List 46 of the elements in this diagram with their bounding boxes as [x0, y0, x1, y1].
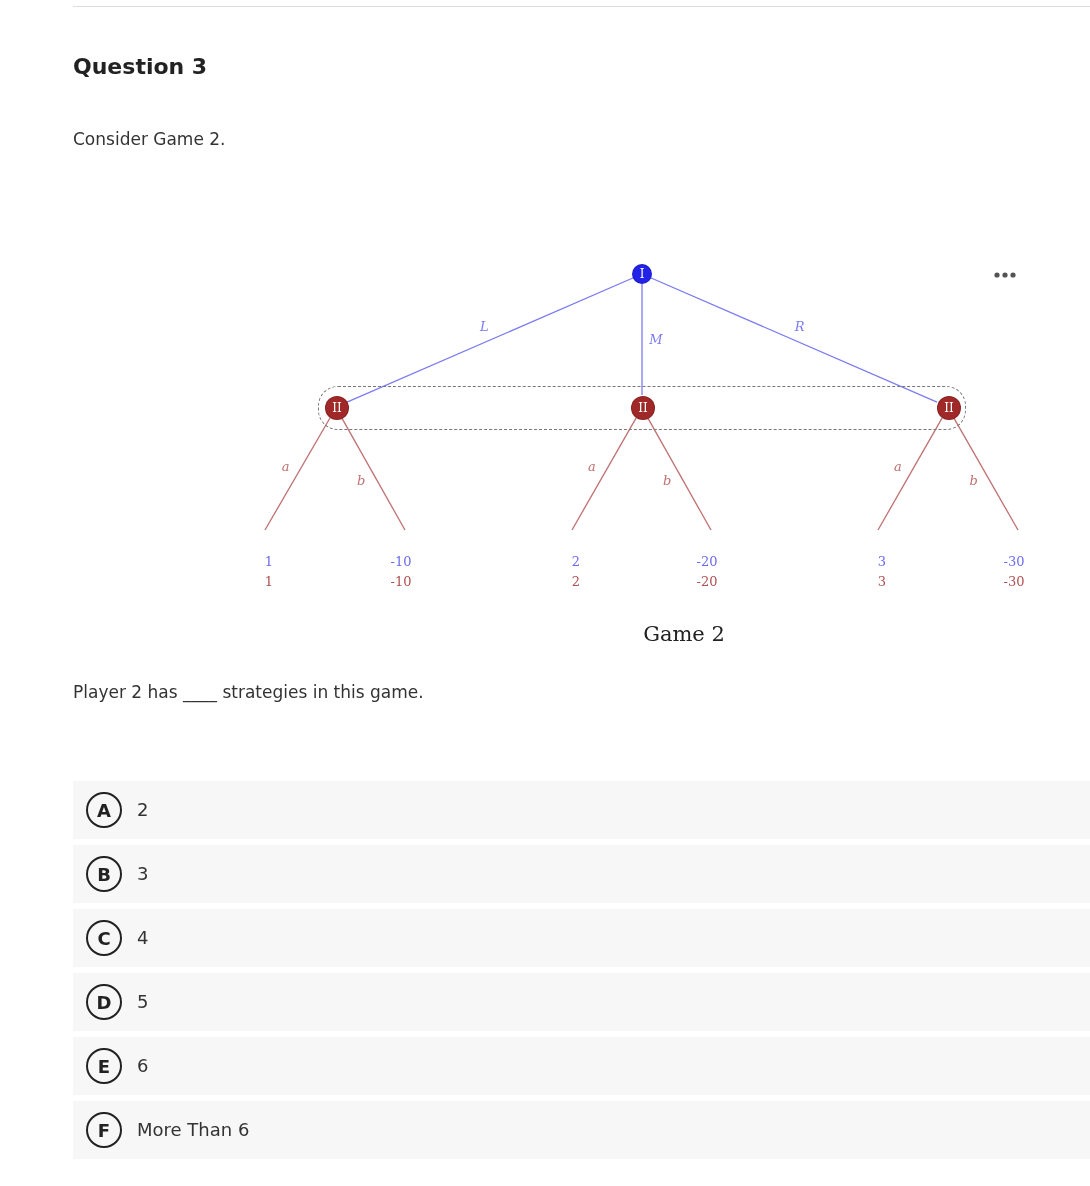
- tree-branch: [641, 283, 643, 396]
- option-letter-badge: D: [86, 984, 122, 1020]
- decision-node: II: [325, 396, 349, 420]
- decision-node: I: [632, 264, 652, 284]
- option-letter-badge: C: [86, 920, 122, 956]
- tree-branch: [877, 416, 943, 531]
- tree-branch: [264, 416, 331, 531]
- tree-branch: [650, 277, 938, 403]
- payoff-value: 1: [263, 553, 275, 571]
- diagram-caption: Game 2: [642, 622, 726, 646]
- option-text: 2: [137, 799, 149, 821]
- payoff-value: -30: [1002, 573, 1026, 591]
- tree-branch: [346, 277, 634, 403]
- option-letter-badge: A: [86, 792, 122, 828]
- payoff-value: 3: [876, 573, 888, 591]
- option-text: 6: [137, 1055, 149, 1077]
- decision-node: II: [631, 396, 655, 420]
- option-letter-badge: E: [86, 1048, 122, 1084]
- question-title: Question 3: [73, 54, 208, 79]
- edge-label: M: [648, 332, 664, 347]
- information-set-outline: [318, 386, 966, 430]
- edge-label: b: [355, 473, 367, 488]
- option-text: 3: [137, 863, 149, 885]
- payoff-value: 3: [876, 553, 888, 571]
- option-text: 5: [137, 991, 149, 1013]
- payoff-value: -10: [389, 573, 413, 591]
- tree-branch: [953, 416, 1019, 531]
- payoff-value: 2: [570, 553, 582, 571]
- payoff-value: 1: [263, 573, 275, 591]
- question-text: Consider Game 2.: [73, 129, 226, 149]
- tree-branch: [646, 416, 712, 531]
- tree-branch: [340, 416, 406, 531]
- payoff-value: -20: [695, 573, 719, 591]
- payoff-value: 2: [570, 573, 582, 591]
- tree-branch: [571, 416, 637, 531]
- option-letter-badge: B: [86, 856, 122, 892]
- payoff-value: -10: [389, 553, 413, 571]
- payoff-value: -20: [695, 553, 719, 571]
- option-text: More Than 6: [137, 1119, 250, 1141]
- payoff-value: -30: [1002, 553, 1026, 571]
- edge-label: b: [968, 473, 979, 488]
- question-prompt: Player 2 has ____ strategies in this game.: [73, 682, 424, 702]
- option-letter-badge: F: [86, 1112, 122, 1148]
- decision-node: II: [937, 396, 961, 420]
- edge-label: b: [661, 473, 673, 488]
- option-text: 4: [137, 927, 149, 949]
